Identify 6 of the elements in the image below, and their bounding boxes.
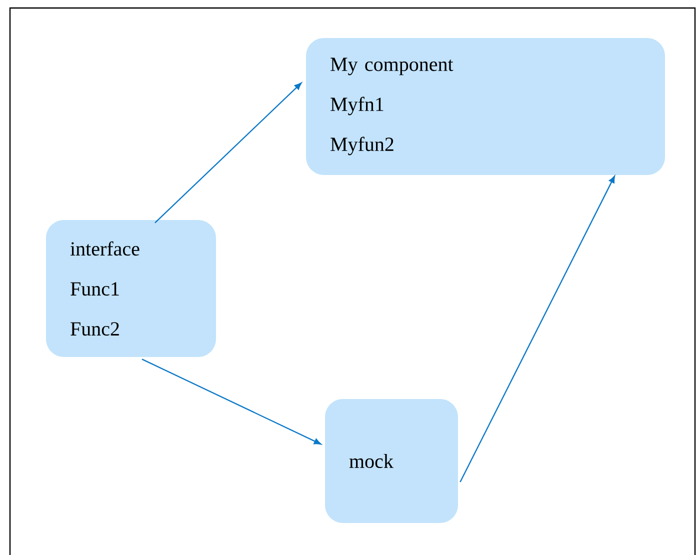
component-box: My component Myfn1 Myfun2	[306, 38, 665, 175]
arrow	[142, 358, 322, 445]
arrow	[460, 176, 616, 482]
arrow	[154, 82, 302, 224]
interface-box: interface Func1 Func2	[46, 220, 216, 357]
mock-box: mock	[325, 399, 458, 523]
